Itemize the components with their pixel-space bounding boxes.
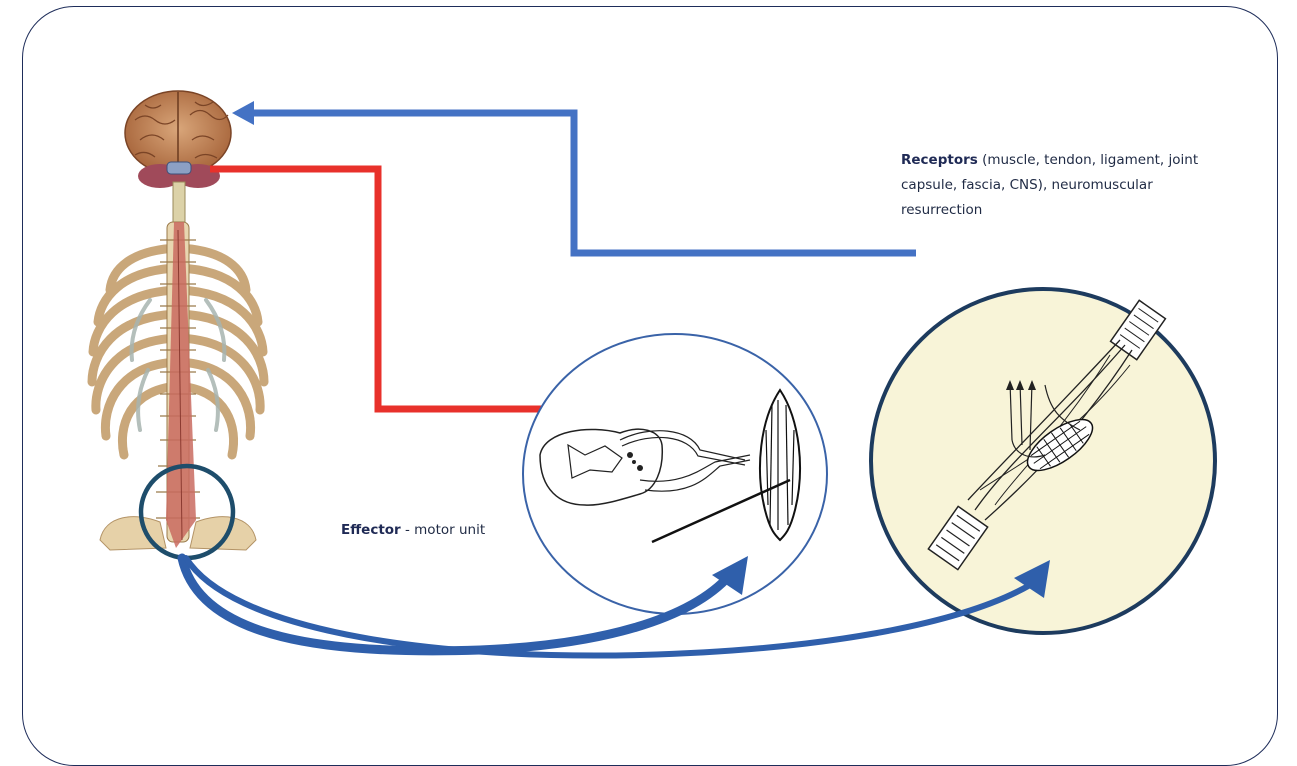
effector-label: Effector - motor unit: [341, 518, 485, 543]
receptors-title: Receptors: [901, 152, 978, 168]
human-skeleton-illustration: [87, 90, 269, 551]
ribcage-illustration: [87, 243, 269, 460]
muscle-receptor-illustration: [869, 287, 1217, 635]
brain-illustration: [124, 90, 232, 188]
motor-unit-illustration: [522, 333, 828, 615]
curved-effector-arrows: [177, 553, 1050, 659]
afferent-feedback-arrow: [232, 101, 916, 257]
neuromuscular-diagram: [87, 90, 1217, 659]
effector-title: Effector: [341, 522, 401, 538]
effector-description: - motor unit: [400, 522, 486, 538]
receptors-description: (muscle, tendon, ligament, joint capsule…: [901, 152, 1199, 218]
receptors-label: Receptors (muscle, tendon, ligament, joi…: [901, 148, 1231, 223]
